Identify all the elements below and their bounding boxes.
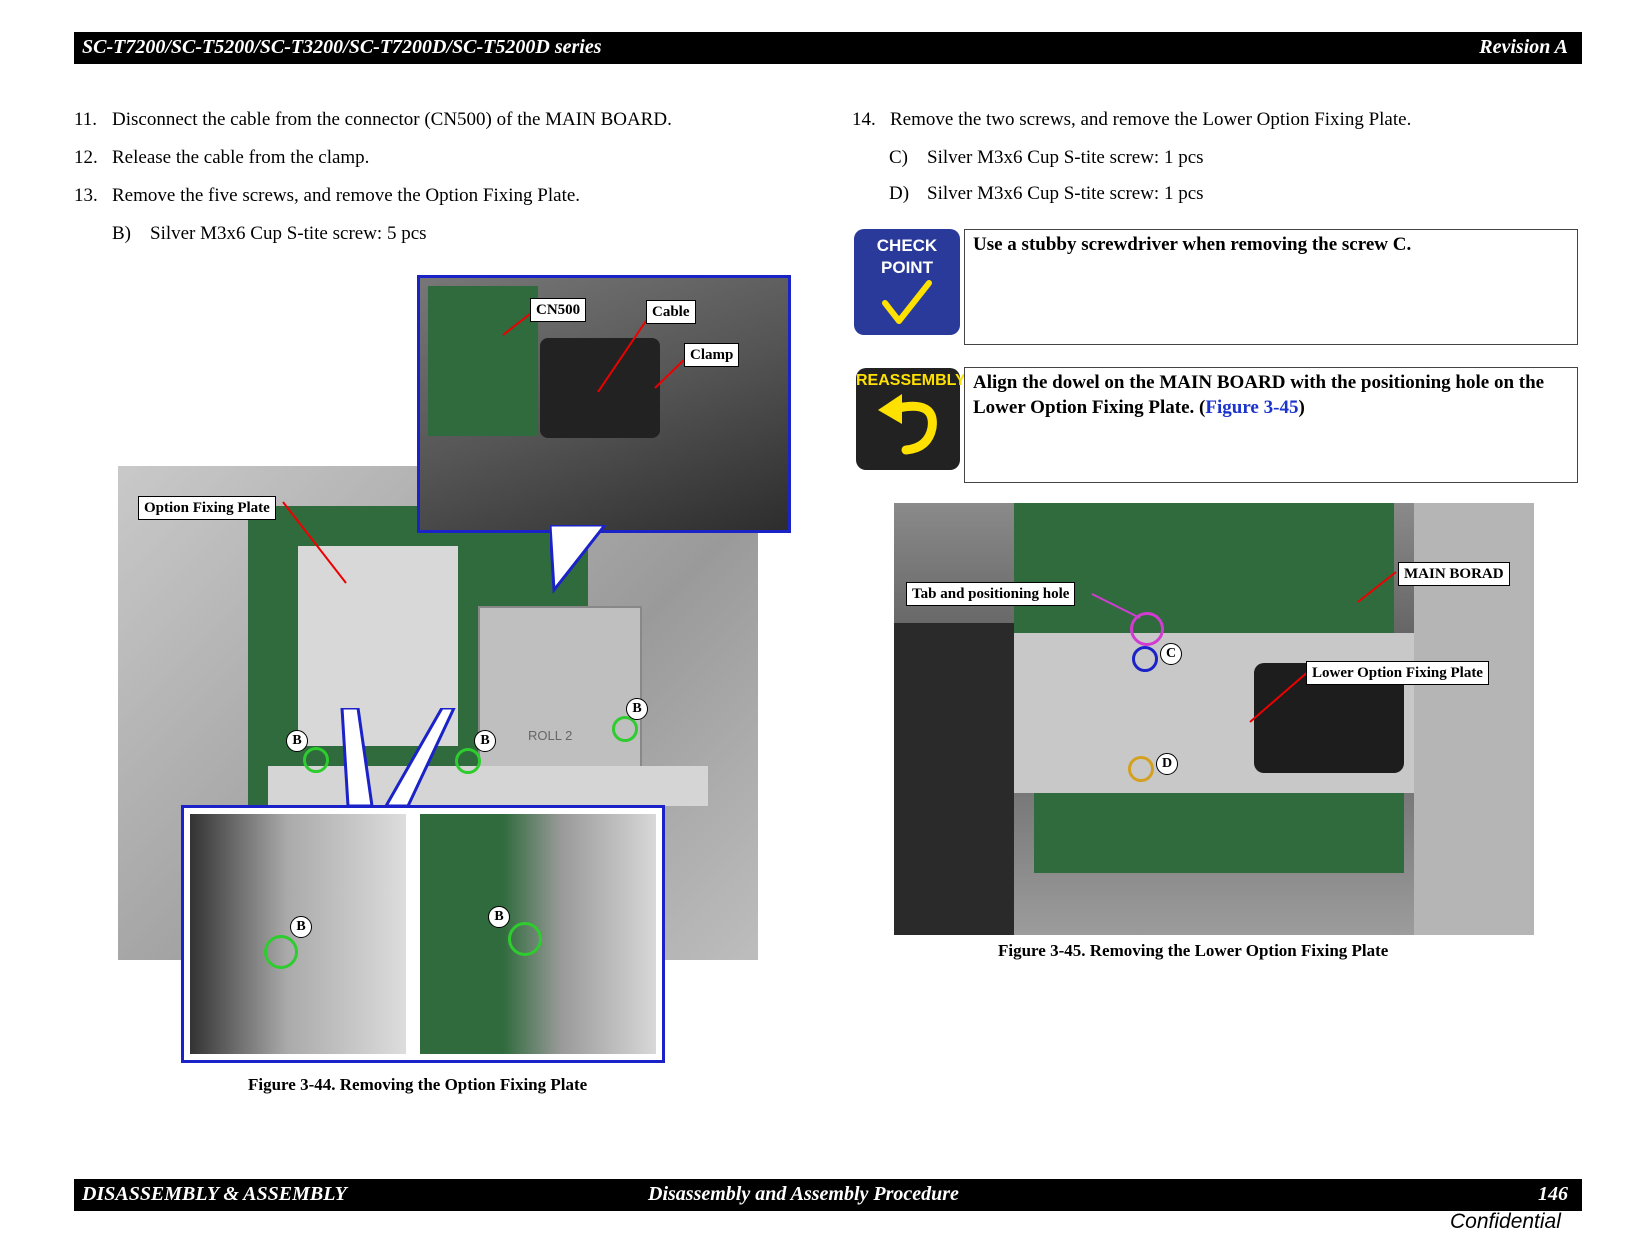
figure-3-44-caption: Figure 3-44. Removing the Option Fixing …: [248, 1075, 588, 1094]
inset-cn500-photo: [417, 275, 791, 533]
screw-ring: [612, 716, 638, 742]
callout-lower-option-fixing-plate: Lower Option Fixing Plate: [1306, 661, 1489, 685]
footer-section: DISASSEMBLY & ASSEMBLY: [82, 1183, 347, 1205]
screw-label-b: B: [626, 698, 648, 720]
footer-page-number: 146: [1538, 1183, 1568, 1205]
callout-cn500: CN500: [530, 298, 587, 322]
inset-pointer-top: [550, 525, 607, 595]
screw-label-d: D: [1156, 753, 1178, 775]
footer-chapter: Disassembly and Assembly Procedure: [648, 1183, 959, 1205]
screw-label-b: B: [474, 730, 496, 752]
page-header: SC-T7200/SC-T5200/SC-T3200/SC-T7200D/SC-…: [74, 32, 1582, 64]
checkmark-icon: [882, 280, 932, 324]
callout-clamp: Clamp: [684, 343, 740, 367]
figure-3-45-caption: Figure 3-45. Removing the Lower Option F…: [998, 941, 1389, 960]
screw-ring: [1128, 756, 1154, 782]
roll-2-label: ROLL 2: [528, 728, 573, 743]
callout-main-board: MAIN BORAD: [1398, 562, 1510, 586]
reassembly-note: Align the dowel on the MAIN BOARD with t…: [964, 367, 1578, 483]
reassembly-icon: REASSEMBLY: [856, 368, 966, 470]
screw-ring: [303, 747, 329, 773]
page-footer: DISASSEMBLY & ASSEMBLY Disassembly and A…: [74, 1179, 1582, 1211]
screw-label-c: C: [1160, 643, 1182, 665]
screw-label-b: B: [290, 916, 312, 938]
positioning-hole-ring: [1130, 612, 1164, 646]
return-arrow-icon: [878, 394, 937, 455]
check-point-note: Use a stubby screwdriver when removing t…: [964, 229, 1578, 345]
screw-label-b: B: [286, 730, 308, 752]
screw-ring: [264, 935, 298, 969]
confidential-label: Confidential: [1450, 1210, 1561, 1233]
header-title: SC-T7200/SC-T5200/SC-T3200/SC-T7200D/SC-…: [82, 36, 602, 58]
callout-tab-positioning-hole: Tab and positioning hole: [906, 582, 1076, 606]
header-revision: Revision A: [1479, 36, 1568, 58]
screw-ring: [455, 748, 481, 774]
screw-label-b: B: [488, 906, 510, 928]
screw-ring: [1132, 646, 1158, 672]
check-point-icon: CHECK POINT: [854, 229, 960, 335]
inset-pointer-bottom: [340, 708, 456, 808]
callout-option-fixing-plate: Option Fixing Plate: [138, 496, 276, 520]
callout-cable: Cable: [646, 300, 696, 324]
figure-3-45-link[interactable]: Figure 3-45: [1205, 397, 1299, 418]
screw-ring: [508, 922, 542, 956]
